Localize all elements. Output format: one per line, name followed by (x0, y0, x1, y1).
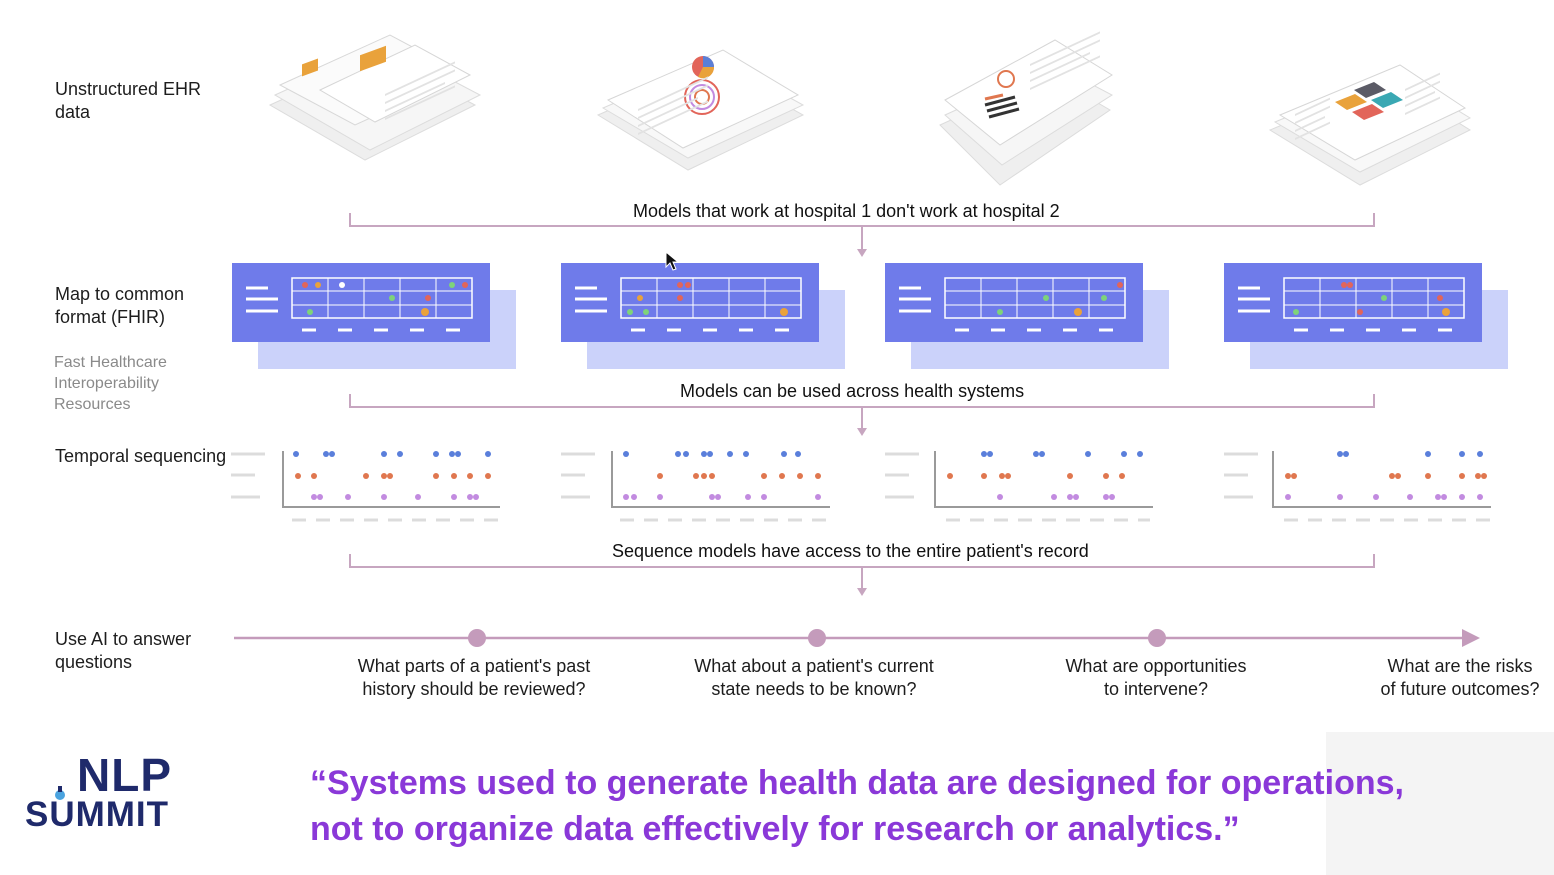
fhir-card-3 (885, 263, 1169, 369)
question-4-line-2: of future outcomes? (1380, 679, 1540, 699)
bracket-1-arrow (857, 249, 867, 257)
question-4-line-1: What are the risks (1387, 656, 1533, 676)
question-3: What are opportunities to intervene? (1036, 655, 1276, 701)
ehr-document-stack-2 (596, 49, 805, 171)
question-2: What about a patient's current state nee… (674, 655, 954, 701)
quote-line-1: “Systems used to generate health data ar… (310, 764, 1404, 802)
bracket-1-caption: Models that work at hospital 1 don't wor… (627, 201, 1066, 222)
flask-icon (55, 786, 65, 800)
bracket-2-caption: Models can be used across health systems (674, 381, 1031, 402)
question-1-line-1: What parts of a patient's past (357, 656, 591, 676)
question-4: What are the risks of future outcomes? (1368, 655, 1552, 701)
temporal-plot-1 (231, 451, 500, 522)
quote-line-2: not to organize data effectively for res… (310, 810, 1240, 848)
mouse-cursor-icon (665, 250, 680, 271)
question-3-line-1: What are opportunities (1065, 656, 1247, 676)
logo-summit-text: SUMMIT (25, 795, 170, 834)
temporal-plot-3 (885, 451, 1153, 522)
temporal-plot-4 (1224, 451, 1491, 522)
nlp-summit-logo: NLP SUMMIT (25, 752, 195, 837)
ehr-document-stack-3 (939, 31, 1113, 186)
bracket-2-arrow (857, 428, 867, 436)
ehr-document-stack-4 (1268, 64, 1472, 186)
question-3-line-2: to intervene? (1103, 679, 1209, 699)
corner-panel (1326, 732, 1554, 875)
logo-nlp-text: NLP (77, 749, 172, 801)
bracket-2 (349, 394, 1375, 430)
fhir-row-label: Map to common format (FHIR) (55, 284, 185, 327)
fhir-card-1 (232, 263, 516, 369)
fhir-expansion-label: Fast Healthcare Interoperability Resourc… (54, 354, 167, 413)
temporal-row-label: Temporal sequencing (55, 446, 227, 466)
bracket-1 (349, 213, 1375, 252)
fhir-card-4 (1224, 263, 1508, 369)
fhir-card-2 (561, 263, 845, 369)
temporal-plot-2 (561, 451, 830, 522)
question-2-line-2: state needs to be known? (711, 679, 917, 699)
question-1-line-2: history should be reviewed? (362, 679, 586, 699)
ehr-document-stack-1 (268, 34, 482, 161)
question-1: What parts of a patient's past history s… (334, 655, 614, 701)
question-2-line-1: What about a patient's current (694, 656, 934, 676)
ehr-row-label: Unstructured EHR data (55, 79, 202, 122)
bracket-3-arrow (857, 588, 867, 596)
bracket-3 (349, 554, 1375, 590)
bracket-3-caption: Sequence models have access to the entir… (606, 541, 1095, 562)
ai-timeline (234, 629, 1480, 647)
ai-row-label: Use AI to answer questions (55, 629, 192, 672)
